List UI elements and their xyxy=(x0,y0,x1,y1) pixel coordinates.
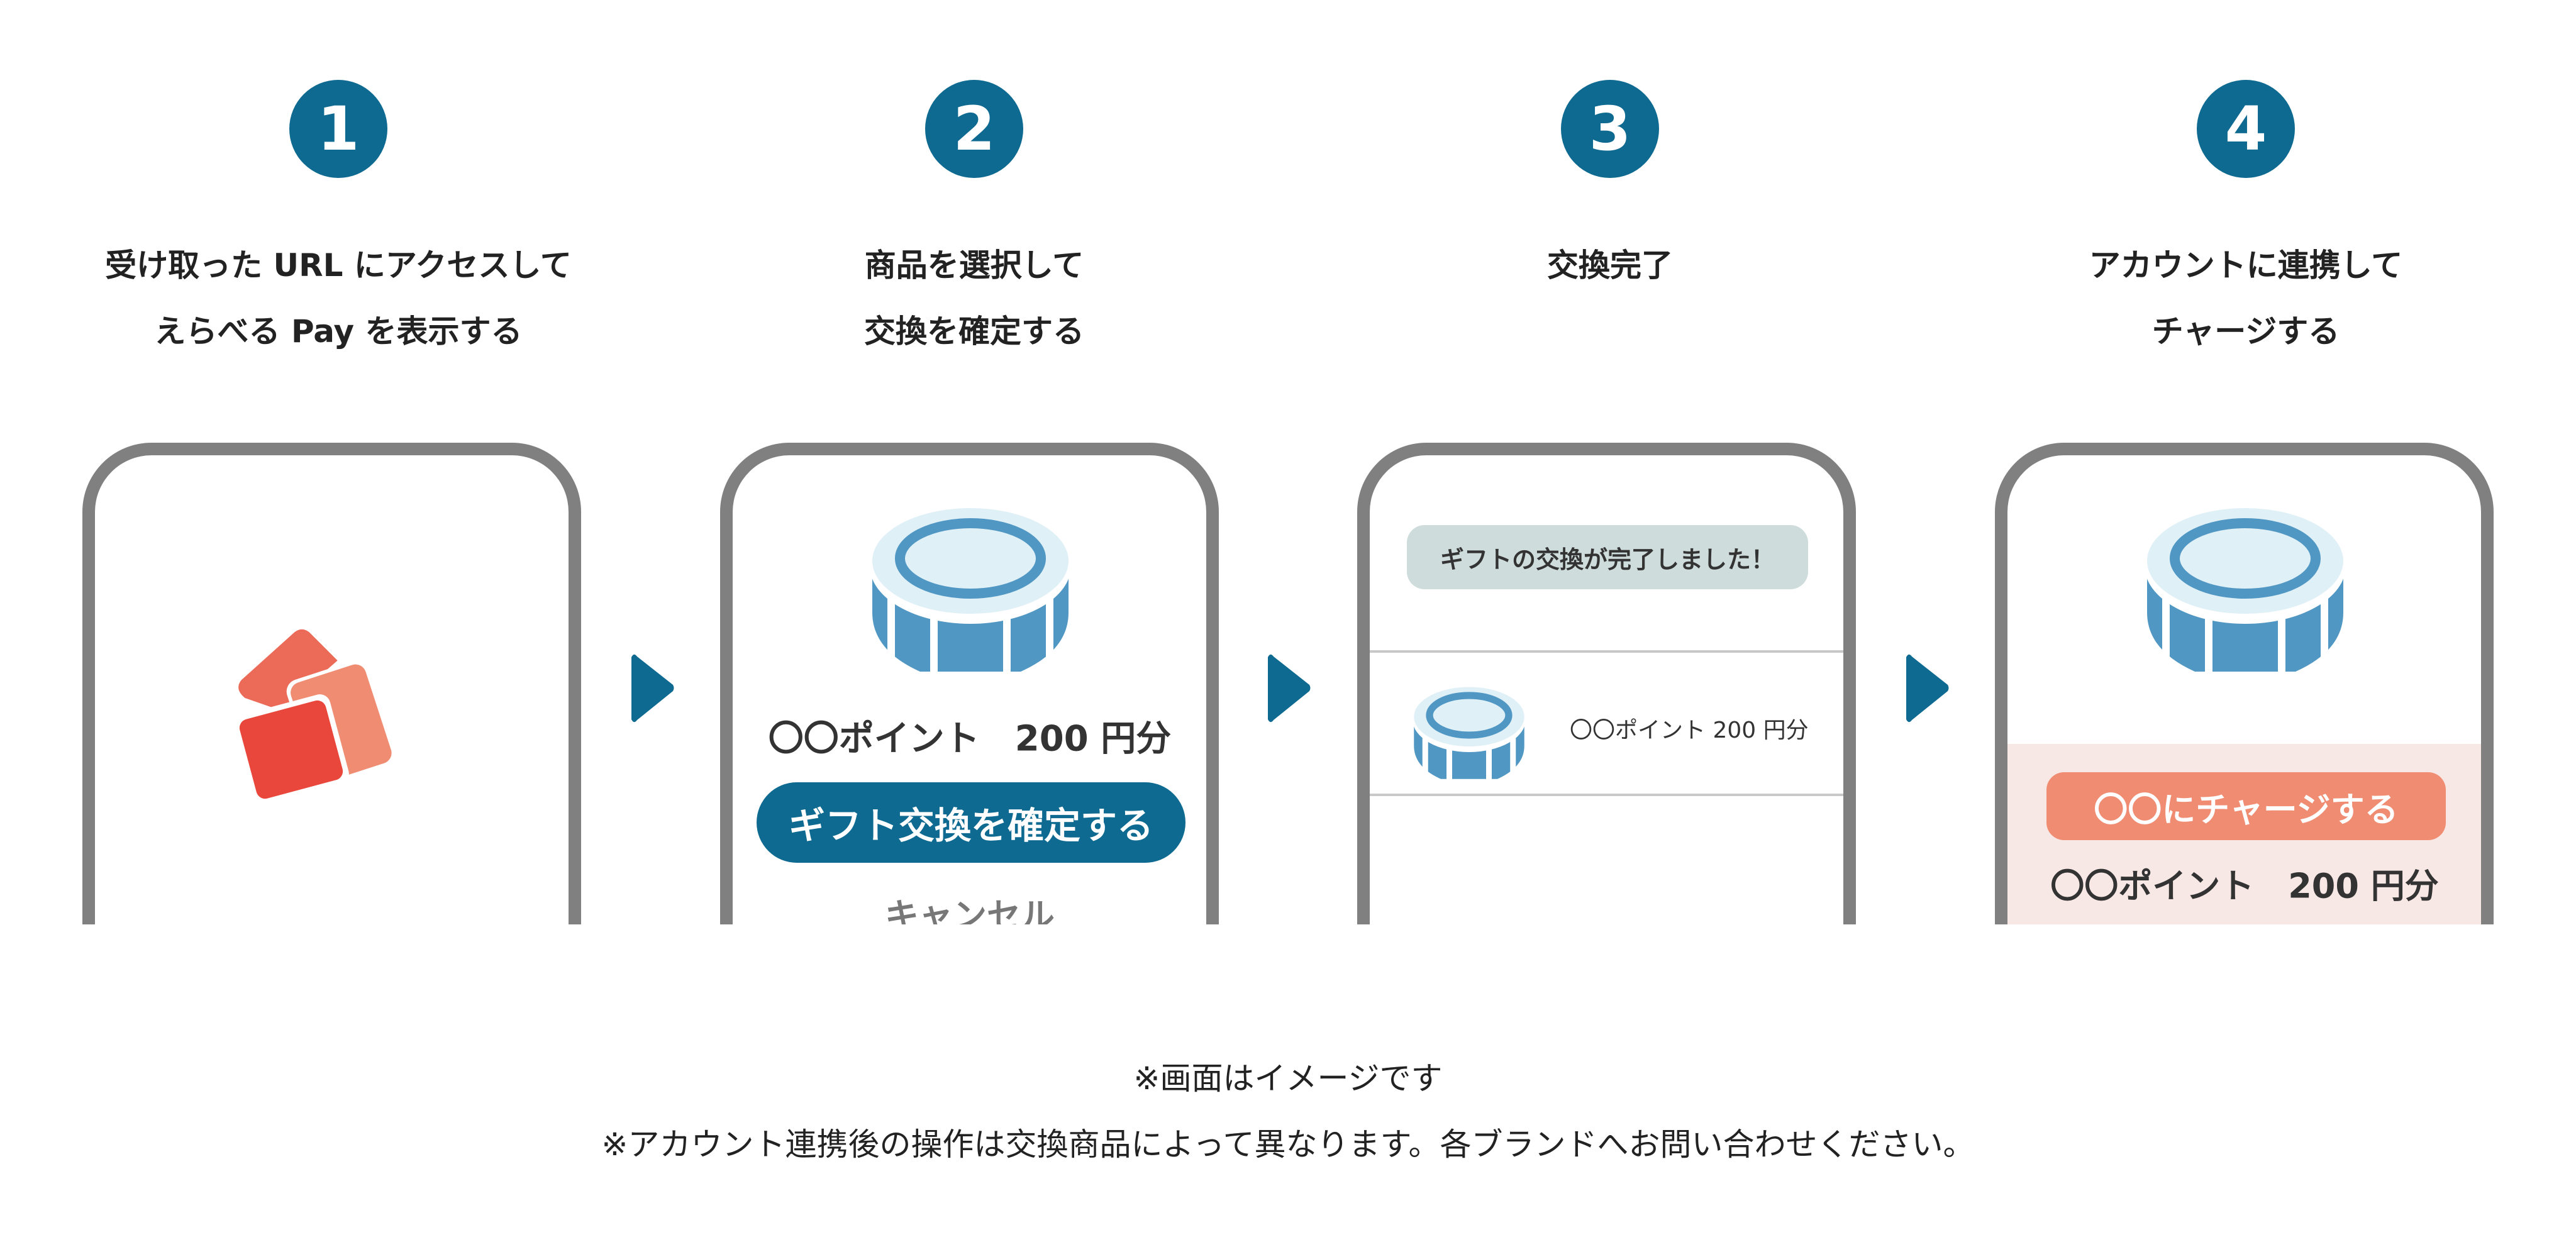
confirm-exchange-button[interactable]: ギフト交換を確定する xyxy=(757,782,1185,863)
title-line: チャージする xyxy=(2151,313,2340,350)
step-1-title: 受け取った URL にアクセスしてえらべる Pay を表示する xyxy=(55,233,621,365)
cancel-button[interactable]: キャンセル xyxy=(885,895,1055,925)
coin-icon xyxy=(2145,508,2346,682)
step-4-number: 4 xyxy=(2197,80,2295,178)
title-line: アカウントに連携して xyxy=(2089,247,2403,284)
step-3-number: 3 xyxy=(1561,80,1659,178)
completion-badge: ギフトの交換が完了しました！ xyxy=(1407,525,1808,589)
step-4-title: アカウントに連携してチャージする xyxy=(1963,233,2529,365)
phone-screen-3: ギフトの交換が完了しました！ 〇〇ポイント 200 円分 xyxy=(1357,443,1856,924)
amount-label: 〇〇ポイント 200 円分 xyxy=(2050,866,2439,906)
footer-note-brand: ※アカウント連携後の操作は交換商品によって異なります。各ブランドへお問い合わせく… xyxy=(601,1126,1975,1163)
coin-icon xyxy=(1413,687,1526,785)
next-arrow-icon xyxy=(1906,654,1949,723)
step-2-number: 2 xyxy=(925,80,1023,178)
exchanged-item-label: 〇〇ポイント 200 円分 xyxy=(1570,718,1809,743)
next-arrow-icon xyxy=(631,654,674,723)
divider xyxy=(1370,794,1843,796)
title-line: えらべる Pay を表示する xyxy=(154,313,523,350)
divider xyxy=(1370,650,1843,653)
phone-screen-4: 〇〇にチャージする 〇〇ポイント 200 円分 xyxy=(1995,443,2494,924)
charge-button[interactable]: 〇〇にチャージする xyxy=(2046,772,2446,840)
coin-icon xyxy=(870,508,1071,682)
title-line: 交換を確定する xyxy=(864,313,1084,350)
title-line: 受け取った URL にアクセスして xyxy=(105,247,572,284)
title-line: 交換完了 xyxy=(1547,247,1673,284)
step-1-number: 1 xyxy=(289,80,387,178)
title-line: 商品を選択して xyxy=(864,247,1084,284)
step-2-title: 商品を選択して交換を確定する xyxy=(691,233,1257,365)
step-3-title: 交換完了 xyxy=(1327,233,1893,299)
phone-screen-2: 〇〇ポイント 200 円分 ギフト交換を確定する キャンセル xyxy=(720,443,1219,924)
phone-screen-1 xyxy=(82,443,581,924)
amount-label: 〇〇ポイント 200 円分 xyxy=(768,718,1172,760)
charge-panel: 〇〇にチャージする 〇〇ポイント 200 円分 xyxy=(2007,744,2481,924)
erabelu-pay-cards-icon xyxy=(233,629,396,805)
next-arrow-icon xyxy=(1268,654,1311,723)
footer-note-image: ※画面はイメージです xyxy=(1133,1060,1443,1097)
